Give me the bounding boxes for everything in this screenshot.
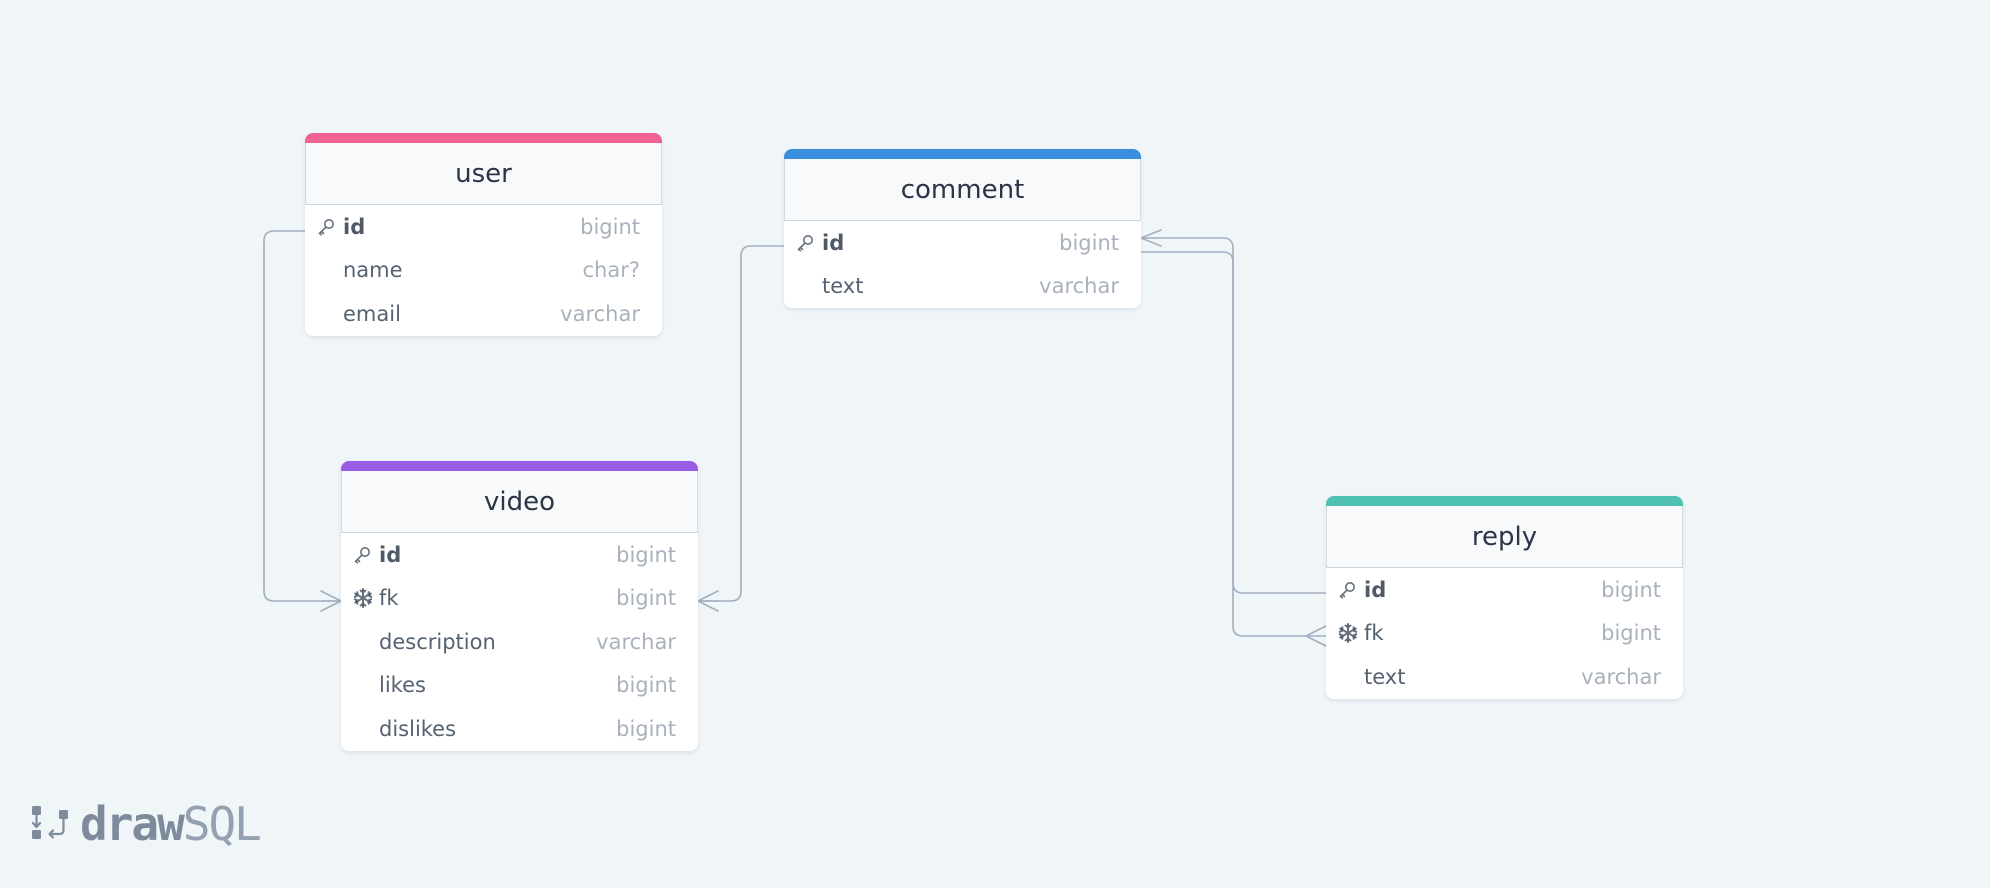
column-name: id bbox=[343, 214, 366, 239]
table-reply[interactable]: reply id bigint fk bigint text varchar bbox=[1326, 496, 1683, 699]
column-type: bigint bbox=[616, 673, 676, 698]
relationship-comment-reply-fk bbox=[1140, 251, 1327, 637]
relationship-comment-video bbox=[697, 245, 785, 602]
table-video[interactable]: video id bigint fk bigint description va… bbox=[341, 461, 698, 751]
logo-word-bold: draw bbox=[80, 797, 185, 851]
table-comment-accent bbox=[784, 149, 1141, 159]
column-name: fk bbox=[1364, 621, 1384, 646]
column-row-video-description[interactable]: description varchar bbox=[341, 620, 698, 664]
drawsql-logo[interactable]: drawSQL bbox=[30, 800, 262, 848]
column-row-video-likes[interactable]: likes bigint bbox=[341, 664, 698, 708]
column-row-user-id[interactable]: id bigint bbox=[305, 205, 662, 249]
column-row-comment-id[interactable]: id bigint bbox=[784, 221, 1141, 265]
table-title: comment bbox=[900, 174, 1025, 205]
column-name: fk bbox=[379, 586, 399, 611]
column-type: bigint bbox=[1059, 230, 1119, 255]
column-type: bigint bbox=[616, 716, 676, 741]
column-row-video-id[interactable]: id bigint bbox=[341, 533, 698, 577]
column-name: email bbox=[343, 301, 401, 326]
column-row-video-dislikes[interactable]: dislikes bigint bbox=[341, 707, 698, 751]
relationship-user-video bbox=[263, 230, 342, 602]
table-user[interactable]: user id bigint name char? email varchar bbox=[305, 133, 662, 336]
column-row-reply-id[interactable]: id bigint bbox=[1326, 568, 1683, 612]
column-row-video-fk[interactable]: fk bigint bbox=[341, 577, 698, 621]
column-type: varchar bbox=[1581, 664, 1661, 689]
crows-foot-comment-id bbox=[1140, 229, 1162, 247]
snowflake-icon bbox=[352, 585, 378, 611]
column-type: bigint bbox=[616, 586, 676, 611]
column-type: bigint bbox=[1601, 577, 1661, 602]
table-user-accent bbox=[305, 133, 662, 143]
key-icon bbox=[795, 230, 821, 256]
table-comment[interactable]: comment id bigint text varchar bbox=[784, 149, 1141, 308]
column-type: bigint bbox=[580, 214, 640, 239]
drawsql-logo-icon bbox=[30, 800, 72, 848]
column-row-reply-text[interactable]: text varchar bbox=[1326, 655, 1683, 699]
key-icon bbox=[352, 542, 378, 568]
table-title: user bbox=[455, 158, 512, 189]
column-type: bigint bbox=[616, 542, 676, 567]
column-name: text bbox=[1364, 664, 1406, 689]
column-row-user-email[interactable]: email varchar bbox=[305, 292, 662, 336]
column-row-user-name[interactable]: name char? bbox=[305, 249, 662, 293]
crows-foot-reply-fk bbox=[1305, 625, 1327, 647]
column-type: varchar bbox=[1039, 274, 1119, 299]
column-type: char? bbox=[582, 258, 640, 283]
column-type: bigint bbox=[1601, 621, 1661, 646]
crows-foot-video-fk-right bbox=[697, 590, 719, 612]
column-name: dislikes bbox=[379, 716, 457, 741]
column-row-reply-fk[interactable]: fk bigint bbox=[1326, 612, 1683, 656]
column-name: id bbox=[822, 230, 845, 255]
column-name: description bbox=[379, 629, 496, 654]
table-video-title[interactable]: video bbox=[341, 471, 698, 533]
column-name: text bbox=[822, 274, 864, 299]
column-name: id bbox=[379, 542, 402, 567]
column-type: varchar bbox=[596, 629, 676, 654]
crows-foot-video-fk-left bbox=[320, 590, 342, 612]
table-user-title[interactable]: user bbox=[305, 143, 662, 205]
drawsql-wordmark: drawSQL bbox=[80, 801, 262, 847]
key-icon bbox=[1337, 577, 1363, 603]
logo-word-light: SQL bbox=[182, 797, 262, 851]
table-reply-title[interactable]: reply bbox=[1326, 506, 1683, 568]
table-reply-accent bbox=[1326, 496, 1683, 506]
table-video-accent bbox=[341, 461, 698, 471]
column-type: varchar bbox=[560, 301, 640, 326]
column-row-comment-text[interactable]: text varchar bbox=[784, 265, 1141, 309]
column-name: id bbox=[1364, 577, 1387, 602]
key-icon bbox=[316, 214, 342, 240]
column-name: likes bbox=[379, 673, 426, 698]
table-title: video bbox=[483, 486, 556, 517]
table-title: reply bbox=[1471, 521, 1538, 552]
snowflake-icon bbox=[1337, 620, 1363, 646]
table-comment-title[interactable]: comment bbox=[784, 159, 1141, 221]
column-name: name bbox=[343, 258, 403, 283]
